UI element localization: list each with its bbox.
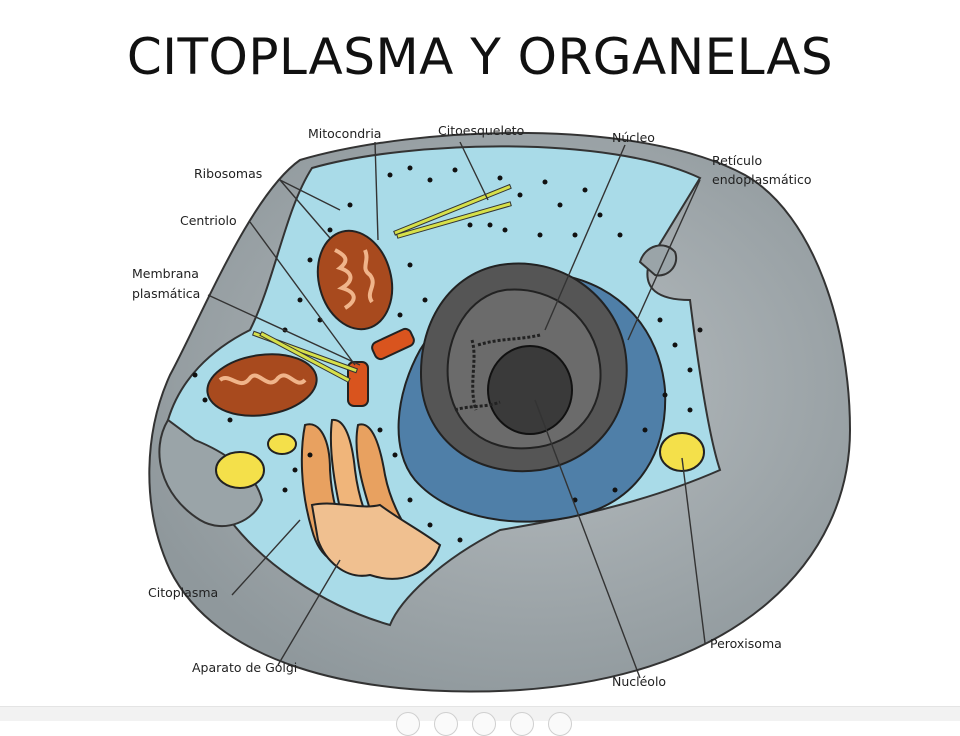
nav-dot-3[interactable] [472, 712, 496, 736]
nav-dot-4[interactable] [510, 712, 534, 736]
mitochondrion-top [316, 229, 394, 331]
chromatin-2 [477, 333, 541, 347]
label-citoplasma: Citoplasma [148, 585, 218, 600]
nucleolus [487, 345, 573, 435]
mitochondrion-left [206, 353, 318, 417]
peroxisome [659, 432, 705, 472]
label-membrana-2: plasmática [132, 286, 200, 301]
chromatin [470, 339, 478, 411]
label-reticulo-2: endoplasmático [712, 172, 812, 187]
cell-diagram: Mitocondria Citoesqueleto Núcleo Retícul… [132, 123, 852, 693]
vesicle-2 [267, 433, 297, 455]
label-citoesqueleto: Citoesqueleto [438, 123, 524, 138]
nav-dot-2[interactable] [434, 712, 458, 736]
centriole-1 [371, 327, 415, 361]
label-mitocondria: Mitocondria [308, 126, 381, 141]
label-ribosomas: Ribosomas [194, 166, 262, 181]
vesicle-1 [215, 451, 265, 489]
chromatin-3 [454, 400, 501, 412]
cytoskeleton [251, 183, 512, 383]
label-membrana-1: Membrana [132, 266, 199, 281]
nav-dot-5[interactable] [548, 712, 572, 736]
label-nucleolo: Nucléolo [612, 674, 666, 689]
label-peroxisoma: Peroxisoma [710, 636, 782, 651]
nav-dot-1[interactable] [396, 712, 420, 736]
label-reticulo-1: Retículo [712, 153, 762, 168]
label-centriolo: Centriolo [180, 213, 237, 228]
page-title: CITOPLASMA Y ORGANELAS [126, 28, 834, 86]
centriole-2 [347, 361, 369, 407]
golgi-apparatus [300, 418, 442, 580]
label-golgi: Aparato de Golgi [192, 660, 297, 675]
leader-lines [207, 141, 706, 679]
label-nucleo: Núcleo [612, 130, 655, 145]
ribosomes [192, 165, 703, 543]
